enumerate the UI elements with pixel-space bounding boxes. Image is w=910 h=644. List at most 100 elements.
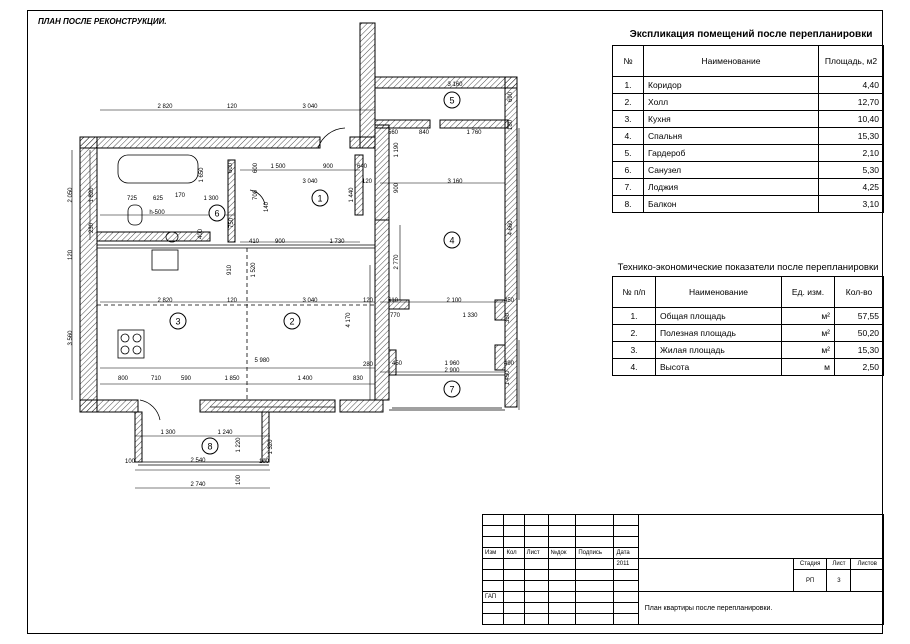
dimension-label: 750 <box>229 217 235 228</box>
dimension-label: 100 <box>236 474 242 485</box>
explication-row-area: 3,10 <box>818 195 884 213</box>
dimension-label: 2 820 <box>157 104 173 110</box>
dimension-label: 2 820 <box>157 298 173 304</box>
dimension-label: 1 330 <box>462 313 478 319</box>
dimension-label: 3 040 <box>302 104 318 110</box>
explication-row-name: Гардероб <box>643 144 819 162</box>
explication-header-name: Наименование <box>643 45 819 77</box>
room-marker <box>443 231 461 249</box>
indicators-row-no: 3. <box>612 341 656 359</box>
explication-row-area: 15,30 <box>818 127 884 145</box>
explication-row-no: 6. <box>612 161 644 179</box>
partitions <box>97 127 505 466</box>
dimension-label: 230 <box>89 222 95 233</box>
dimension-label: 770 <box>390 313 401 319</box>
indicators-header-name: Наименование <box>655 276 782 308</box>
page-title: ПЛАН ПОСЛЕ РЕКОНСТРУКЦИИ. <box>38 17 167 26</box>
walls <box>79 22 518 463</box>
explication-title: Экспликация помещений после перепланиров… <box>629 29 873 40</box>
explication-row-name: Коридор <box>643 76 819 94</box>
explication-row-area: 4,40 <box>818 76 884 94</box>
stamp-description: План квартиры после перепланировки. <box>637 591 885 625</box>
explication-row-name: Кухня <box>643 110 819 128</box>
room-marker <box>169 312 187 330</box>
dimension-label: 2 100 <box>446 298 462 304</box>
title-block: Изм Кол Лист №док Подпись Дата 2011 Стад… <box>481 514 885 625</box>
indicators-row-no: 2. <box>612 324 656 342</box>
explication-row-name: Лоджия <box>643 178 819 196</box>
dimension-label: 1 400 <box>297 376 313 382</box>
indicators-row-value: 15,30 <box>834 341 884 359</box>
dimension-label: 900 <box>275 239 286 245</box>
explication-row-name: Спальня <box>643 127 819 145</box>
dimension-label: 840 <box>419 130 430 136</box>
dimension-label: 280 <box>363 362 374 368</box>
indicators-row-unit: м <box>781 358 835 376</box>
stamp-col-kol: Кол <box>503 547 525 559</box>
dimension-label: 1 820 <box>89 187 95 203</box>
explication-row-no: 2. <box>612 93 644 111</box>
dimension-label: 4 170 <box>346 312 352 328</box>
dimension-label: 140 <box>264 201 270 212</box>
dimension-lines <box>71 87 520 489</box>
room-marker <box>201 437 219 455</box>
stamp-sheets <box>850 569 884 592</box>
explication-row-no: 3. <box>612 110 644 128</box>
dimension-label: 590 <box>181 376 192 382</box>
dimension-label: 690 <box>508 91 514 102</box>
indicators-row-value: 2,50 <box>834 358 884 376</box>
room-marker <box>208 204 226 222</box>
room-number: 5 <box>449 96 454 106</box>
dimension-label: 1 440 <box>349 187 355 203</box>
dimension-label: 1 220 <box>236 437 242 453</box>
explication-row-area: 4,25 <box>818 178 884 196</box>
stamp-col-signature: Подпись <box>575 547 615 559</box>
bathtub-icon <box>117 154 199 184</box>
stamp-sheet-header: Лист <box>826 558 852 570</box>
dimension-label: 2 050 <box>68 187 74 203</box>
dimension-label: 1 760 <box>466 130 482 136</box>
indicators-row-unit: м² <box>781 341 835 359</box>
room-number: 1 <box>317 194 322 204</box>
explication-row-name: Санузел <box>643 161 819 179</box>
dimension-label: 625 <box>153 196 164 202</box>
dimension-label: 3 040 <box>302 179 318 185</box>
explication-header-no: № <box>612 45 644 77</box>
dimension-label: 800 <box>118 376 129 382</box>
indicators-row-no: 1. <box>612 307 656 325</box>
room-number: 7 <box>449 385 454 395</box>
indicators-row-unit: м² <box>781 307 835 325</box>
dimension-label: 400 <box>198 228 204 239</box>
explication-header-area: Площадь, м2 <box>818 45 884 77</box>
dimension-label: 120 <box>227 298 238 304</box>
dimension-label: 5 980 <box>254 358 270 364</box>
dimension-label: 3 040 <box>302 298 318 304</box>
dimension-label: 560 <box>388 130 399 136</box>
dimension-label: 600 <box>253 162 259 173</box>
kitchen-sink-icon <box>151 249 179 271</box>
room-number: 8 <box>207 442 212 452</box>
explication-row-no: 8. <box>612 195 644 213</box>
stamp-col-izm: Изм <box>481 547 505 559</box>
explication-row-no: 5. <box>612 144 644 162</box>
dimension-label: h-500 <box>149 210 165 216</box>
dimension-label: 710 <box>151 376 162 382</box>
dimension-label: 1 960 <box>444 361 460 367</box>
explication-row-no: 1. <box>612 76 644 94</box>
dimension-label: 100 <box>259 459 270 465</box>
fixtures <box>117 154 199 359</box>
explication-row-area: 12,70 <box>818 93 884 111</box>
indicators-title: Технико-экономические показатели после п… <box>617 262 879 273</box>
dimension-label: 170 <box>175 193 186 199</box>
dimension-label: 450 <box>392 361 403 367</box>
dimension-label: 900 <box>394 182 400 193</box>
dimension-label: 2 740 <box>190 482 206 488</box>
dimension-label: 120 <box>227 104 238 110</box>
indicators-row-name: Полезная площадь <box>655 324 782 342</box>
